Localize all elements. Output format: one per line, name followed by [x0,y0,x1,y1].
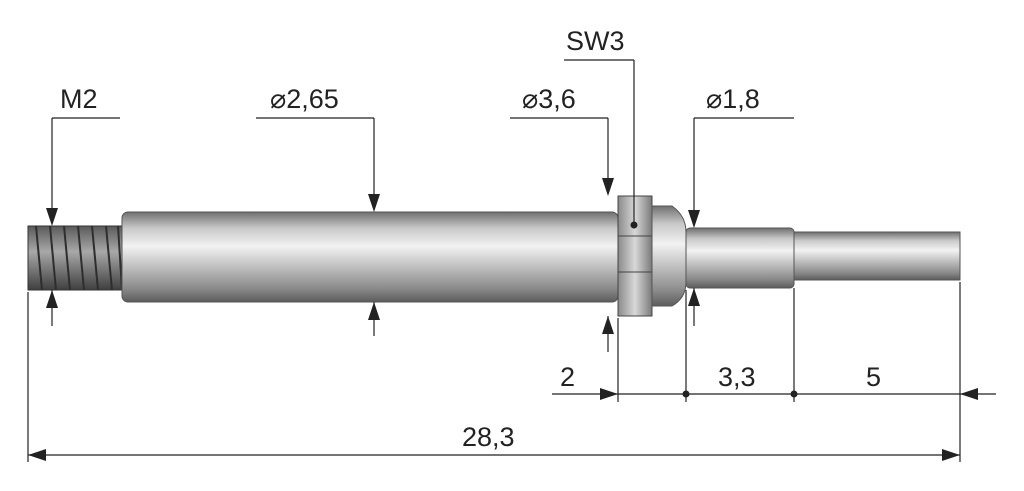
shaft-diameter-value: 2,65 [286,84,339,114]
tip-section [793,231,961,281]
thread-crests [35,225,123,291]
collar-diameter-callout [510,117,614,352]
chain-dimension-line [552,388,996,400]
tip-diameter-label: ⌀1,8 [706,84,760,114]
overall-dimension-line [28,449,960,461]
hex-collar [617,195,653,317]
tip-length-label: 5 [866,362,881,392]
thread-label: M2 [60,84,98,114]
tip-diameter-callout [688,117,794,326]
hex-size-callout [564,59,638,229]
pin-body [27,195,961,317]
collar-diameter-label: ⌀3,6 [522,84,576,114]
shaft [121,211,619,303]
shaft-diameter-callout [256,117,380,336]
overall-length-label: 28,3 [462,422,515,452]
thread-callout [46,117,120,326]
collar-length-label: 2 [560,362,575,392]
extension-lines [27,282,961,462]
step-length-label: 3,3 [718,362,756,392]
diameter-symbol: ⌀ [270,84,286,114]
hex-size-label: SW3 [566,26,625,56]
shoulder [651,205,687,307]
step-section [685,227,795,289]
shaft-diameter-label: ⌀2,65 [270,84,339,114]
